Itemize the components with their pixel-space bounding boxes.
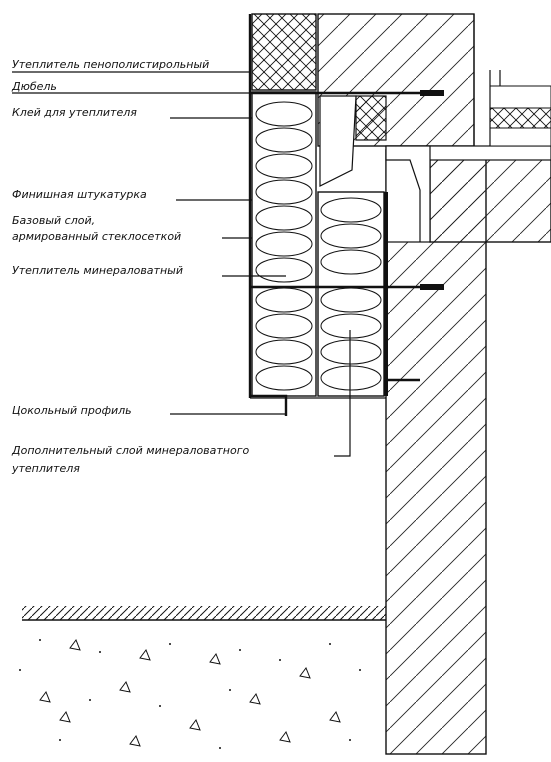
label-mineral-wool: Утеплитель минераловатный (12, 264, 183, 277)
mineral-wool-additional (317, 191, 388, 397)
leader-lines (12, 71, 351, 457)
label-base-layer-line2: армированный стеклосеткой (12, 230, 181, 243)
eps-small-block (319, 95, 387, 187)
soil-dots (19, 639, 361, 749)
eps-insulation-band (251, 13, 317, 91)
label-insulation-glue: Клей для утеплителя (12, 106, 137, 119)
mineral-wool-outer (248, 14, 317, 398)
annotation-labels: Утеплитель пенополистирольный Дюбель Кле… (11, 58, 250, 475)
foundation-wall (385, 149, 487, 755)
label-dowel: Дюбель (11, 80, 57, 93)
label-finish-plaster: Финишная штукатурка (12, 188, 147, 201)
floor-slab (385, 70, 551, 243)
label-extra-layer-line1: Дополнительный слой минераловатного (11, 444, 250, 457)
dowels (250, 90, 444, 382)
label-base-profile: Цокольный профиль (12, 404, 132, 417)
wall-recess (385, 145, 431, 243)
base-profile (250, 394, 386, 416)
label-base-layer-line1: Базовый слой, (12, 214, 95, 227)
label-extra-layer-line2: утеплителя (11, 462, 80, 475)
label-eps-insulation: Утеплитель пенополистирольный (12, 58, 209, 71)
soil-fill (39, 638, 341, 747)
ground-surface (22, 606, 386, 621)
